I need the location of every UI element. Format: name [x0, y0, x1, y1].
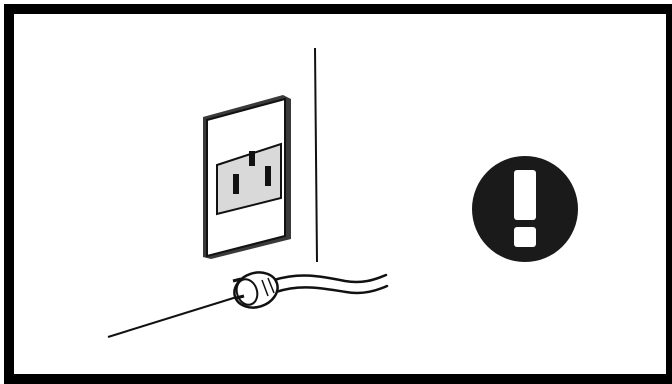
plug-prong-1	[233, 279, 241, 281]
exclamation-icon	[472, 156, 578, 262]
outlet-slot-ground	[249, 151, 255, 166]
floor-line	[108, 296, 240, 337]
cord-strand-lower	[276, 286, 387, 293]
power-cord	[274, 275, 387, 293]
power-plug	[230, 267, 282, 313]
exclamation-bar	[514, 170, 536, 220]
exclamation-dot	[514, 227, 536, 247]
outlet-slot-right	[265, 166, 271, 186]
outlet-slot-left	[233, 174, 239, 194]
wall-corner-line	[315, 48, 317, 262]
plug-prong-2	[236, 296, 244, 298]
wall-outlet	[203, 95, 291, 259]
cord-strand-upper	[274, 275, 386, 282]
